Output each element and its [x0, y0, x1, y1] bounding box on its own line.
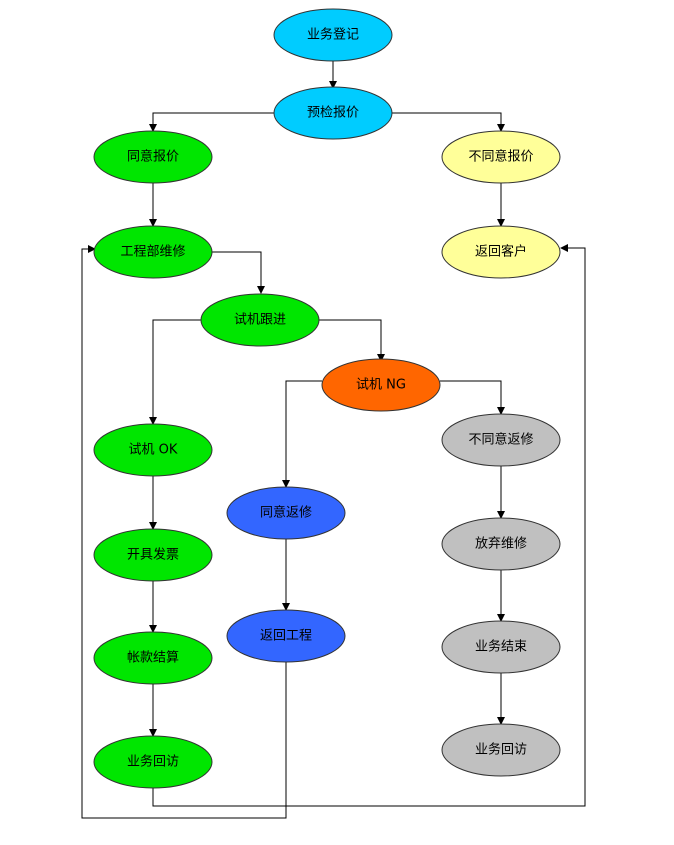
- node-reject-rework-shape: [441, 413, 561, 467]
- node-return-customer[interactable]: 返回客户: [441, 225, 561, 279]
- edge-ng-to-reject-rework: [440, 380, 505, 415]
- node-test-ok-label: 试机 OK: [129, 443, 178, 458]
- node-engineering-repair-shape: [93, 225, 213, 279]
- edge-test-to-ok: [149, 319, 201, 425]
- node-return-customer-shape: [441, 225, 561, 279]
- node-followup-right-label: 业务回访: [475, 742, 527, 758]
- edge-return-eng-to-engineering: [81, 245, 287, 819]
- node-accept-quote-label: 同意报价: [127, 149, 179, 165]
- node-accept-rework-label: 同意返修: [260, 505, 312, 521]
- node-test-ng[interactable]: 试机 NG: [321, 358, 441, 412]
- node-return-customer-label: 返回客户: [475, 244, 527, 260]
- node-test-ng-shape: [321, 358, 441, 412]
- edges: [81, 61, 586, 819]
- node-settlement[interactable]: 帐款结算: [93, 631, 213, 685]
- node-accept-rework[interactable]: 同意返修: [226, 486, 346, 540]
- node-reject-quote-label: 不同意报价: [468, 149, 533, 165]
- node-followup-right-shape: [441, 723, 561, 777]
- node-accept-rework-shape: [226, 486, 346, 540]
- node-accept-quote-shape: [93, 130, 213, 184]
- node-test-ok-shape: [93, 423, 213, 477]
- node-test-follow-shape: [200, 293, 320, 347]
- node-registration[interactable]: 业务登记: [273, 8, 393, 62]
- edge-engineering-to-test: [212, 251, 265, 294]
- node-abandon-repair[interactable]: 放弃维修: [441, 517, 561, 571]
- node-test-follow-label: 试机跟进: [234, 313, 286, 328]
- edge-ng-to-accept-rework: [282, 380, 322, 488]
- node-pre-quote-shape: [273, 86, 393, 140]
- node-return-engineering-shape: [226, 609, 346, 663]
- node-followup-left[interactable]: 业务回访: [93, 735, 213, 789]
- node-registration-shape: [273, 8, 393, 62]
- node-issue-invoice-label: 开具发票: [127, 547, 179, 563]
- node-abandon-repair-label: 放弃维修: [475, 537, 527, 552]
- node-return-engineering-label: 返回工程: [260, 629, 312, 644]
- node-engineering-repair[interactable]: 工程部维修: [93, 225, 213, 279]
- node-engineering-repair-label: 工程部维修: [120, 245, 185, 260]
- node-settlement-label: 帐款结算: [127, 651, 179, 666]
- node-test-follow[interactable]: 试机跟进: [200, 293, 320, 347]
- node-test-ng-label: 试机 NG: [356, 378, 406, 393]
- edge-test-to-ng: [319, 319, 385, 362]
- edge-prequote-to-accept: [149, 112, 275, 132]
- node-business-end-shape: [441, 620, 561, 674]
- node-pre-quote-label: 预检报价: [307, 106, 359, 121]
- node-followup-left-shape: [93, 735, 213, 789]
- edge-prequote-to-reject: [392, 112, 505, 132]
- node-reject-rework[interactable]: 不同意返修: [441, 413, 561, 467]
- node-followup-right[interactable]: 业务回访: [441, 723, 561, 777]
- node-followup-left-label: 业务回访: [127, 754, 179, 770]
- node-reject-rework-label: 不同意返修: [468, 432, 533, 448]
- node-settlement-shape: [93, 631, 213, 685]
- node-return-engineering[interactable]: 返回工程: [226, 609, 346, 663]
- node-issue-invoice-shape: [93, 528, 213, 582]
- edge-followup-to-return-customer: [152, 244, 586, 807]
- node-issue-invoice[interactable]: 开具发票: [93, 528, 213, 582]
- node-registration-label: 业务登记: [307, 27, 359, 43]
- node-pre-quote[interactable]: 预检报价: [273, 86, 393, 140]
- node-reject-quote[interactable]: 不同意报价: [441, 130, 561, 184]
- node-abandon-repair-shape: [441, 517, 561, 571]
- node-test-ok[interactable]: 试机 OK: [93, 423, 213, 477]
- node-reject-quote-shape: [441, 130, 561, 184]
- node-business-end-label: 业务结束: [475, 639, 527, 655]
- node-accept-quote[interactable]: 同意报价: [93, 130, 213, 184]
- node-business-end[interactable]: 业务结束: [441, 620, 561, 674]
